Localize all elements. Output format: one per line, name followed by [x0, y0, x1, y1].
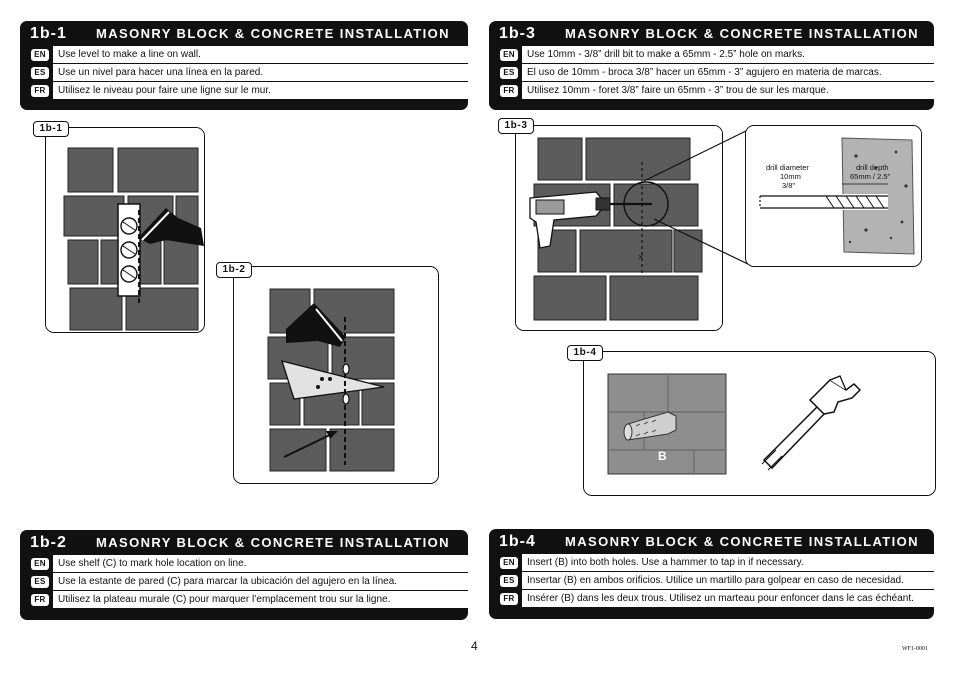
lang-badge-es: ES [31, 575, 49, 588]
drill-depth-label-line2: 65mm / 2.5" [850, 172, 891, 181]
panel-title: MASONRY BLOCK & CONCRETE INSTALLATION [565, 26, 919, 41]
instruction-text: Insertar (B) en ambos orificios. Utilice… [521, 572, 934, 589]
panel-header: 1b-3 MASONRY BLOCK & CONCRETE INSTALLATI… [489, 21, 934, 46]
step-number: 1b-2 [30, 533, 67, 551]
figure-1b-4: B [583, 351, 936, 496]
lang-badge-es: ES [500, 66, 518, 79]
instruction-row-es: ES El uso de 10mm - broca 3/8” hacer un … [489, 64, 934, 81]
instruction-text: Insérer (B) dans les deux trous. Utilise… [521, 590, 934, 607]
panel-title: MASONRY BLOCK & CONCRETE INSTALLATION [96, 535, 450, 550]
anchor-hammer-illustration: B [584, 352, 935, 495]
panel-title: MASONRY BLOCK & CONCRETE INSTALLATION [96, 26, 450, 41]
panel-header: 1b-2 MASONRY BLOCK & CONCRETE INSTALLATI… [20, 530, 468, 555]
instruction-text: El uso de 10mm - broca 3/8” hacer un 65m… [521, 64, 934, 81]
zoom-connector-lines [643, 128, 751, 266]
svg-text:drill diameter 10mm: drill diameter 10mm 3/8" [766, 163, 811, 190]
instruction-row-fr: FR Utilisez le niveau pour faire une lig… [20, 82, 468, 99]
svg-text:drill depth 65mm / 2.5": drill depth 65mm / 2.5" [850, 163, 891, 181]
instruction-panel-1b-3: 1b-3 MASONRY BLOCK & CONCRETE INSTALLATI… [489, 21, 934, 110]
wall-level-illustration [46, 128, 204, 332]
instruction-text: Utilisez la plateau murale (C) pour marq… [52, 591, 468, 608]
step-number: 1b-1 [30, 24, 67, 42]
svg-text:×: × [638, 252, 643, 262]
instruction-row-fr: FR Utilisez 10mm - foret 3/8” faire un 6… [489, 82, 934, 99]
instruction-row-fr: FR Utilisez la plateau murale (C) pour m… [20, 591, 468, 608]
instruction-row-en: EN Use level to make a line on wall. [20, 46, 468, 63]
lang-badge-es: ES [31, 66, 49, 79]
lang-badge-fr: FR [31, 593, 49, 606]
drill-diameter-label-line1: drill diameter [766, 163, 809, 172]
lang-badge-en: EN [31, 48, 49, 61]
instruction-text: Insert (B) into both holes. Use a hammer… [521, 554, 934, 571]
instruction-panel-1b-4: 1b-4 MASONRY BLOCK & CONCRETE INSTALLATI… [489, 529, 934, 619]
figure-1b-3: × [515, 125, 723, 331]
panel-header: 1b-4 MASONRY BLOCK & CONCRETE INSTALLATI… [489, 529, 934, 554]
instruction-row-es: ES Use la estante de pared (C) para marc… [20, 573, 468, 590]
step-number: 1b-3 [499, 24, 536, 42]
figure-tag-1b-1: 1b-1 [33, 121, 69, 137]
drill-depth-label-line1: drill depth [856, 163, 889, 172]
panel-title: MASONRY BLOCK & CONCRETE INSTALLATION [565, 534, 919, 549]
instruction-panel-1b-1: 1b-1 MASONRY BLOCK & CONCRETE INSTALLATI… [20, 21, 468, 110]
lang-badge-es: ES [500, 574, 518, 587]
drill-wall-illustration: × [516, 126, 722, 330]
figure-tag-1b-4: 1b-4 [567, 345, 603, 361]
step-number: 1b-4 [499, 532, 536, 550]
instruction-text: Use 10mm - 3/8” drill bit to make a 65mm… [521, 46, 934, 63]
lang-badge-en: EN [31, 557, 49, 570]
instruction-row-es: ES Use un nivel para hacer una línea en … [20, 64, 468, 81]
drill-diameter-label-line2: 10mm [780, 172, 801, 181]
lang-badge-en: EN [500, 556, 518, 569]
figure-1b-2 [233, 266, 439, 484]
lang-badge-fr: FR [500, 84, 518, 97]
instruction-row-fr: FR Insérer (B) dans les deux trous. Util… [489, 590, 934, 607]
instruction-text: Use shelf (C) to mark hole location on l… [52, 555, 468, 572]
document-code: WF1-0001 [902, 646, 928, 652]
page-number: 4 [471, 639, 478, 653]
instruction-text: Use la estante de pared (C) para marcar … [52, 573, 468, 590]
drill-diameter-label-line3: 3/8" [782, 181, 795, 190]
figure-1b-1 [45, 127, 205, 333]
instruction-text: Utilisez 10mm - foret 3/8” faire un 65mm… [521, 82, 934, 99]
instruction-text: Use un nivel para hacer una línea en la … [52, 64, 468, 81]
panel-header: 1b-1 MASONRY BLOCK & CONCRETE INSTALLATI… [20, 21, 468, 46]
drill-bit-section-illustration: drill diameter 10mm 3/8" drill depth 65m… [746, 126, 921, 266]
instruction-row-en: EN Use 10mm - 3/8” drill bit to make a 6… [489, 46, 934, 63]
figure-tag-1b-2: 1b-2 [216, 262, 252, 278]
instruction-text: Use level to make a line on wall. [52, 46, 468, 63]
lang-badge-fr: FR [31, 84, 49, 97]
instruction-panel-1b-2: 1b-2 MASONRY BLOCK & CONCRETE INSTALLATI… [20, 530, 468, 620]
figure-tag-1b-3: 1b-3 [498, 118, 534, 134]
instruction-text: Utilisez le niveau pour faire une ligne … [52, 82, 468, 99]
shelf-marking-illustration [234, 267, 438, 483]
instruction-row-en: EN Insert (B) into both holes. Use a ham… [489, 554, 934, 571]
drill-detail-panel: drill diameter 10mm 3/8" drill depth 65m… [745, 125, 922, 267]
lang-badge-fr: FR [500, 592, 518, 605]
instruction-row-es: ES Insertar (B) en ambos orificios. Util… [489, 572, 934, 589]
part-label-b: B [658, 449, 667, 463]
lang-badge-en: EN [500, 48, 518, 61]
instruction-row-en: EN Use shelf (C) to mark hole location o… [20, 555, 468, 572]
